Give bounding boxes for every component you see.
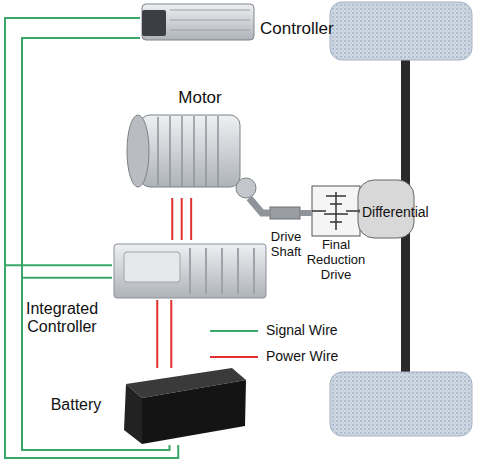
legend-label: Power Wire [266,348,338,364]
component-label: Battery [36,396,116,414]
component-node: Drive Shaft [270,206,300,220]
shaft-bar [270,207,300,219]
gear-symbol [312,192,360,230]
component-label: Differential [362,204,442,220]
wire-connector [172,198,191,240]
ecu-body [142,4,254,40]
motor-body [140,115,240,187]
wheel [330,2,472,60]
component-node: Integrated Controller [112,240,268,300]
legend-entry: Signal Wire [210,322,370,340]
ecu-ribs [170,10,250,30]
component-node: Motor [125,108,260,198]
wire-connector [5,18,178,458]
component-node: Battery [122,368,247,445]
legend-line [210,356,258,358]
wire-connector [249,198,270,213]
ecu-connector [142,10,166,36]
controller-housing [114,244,266,298]
component-label: Motor [155,88,245,108]
component-label: Drive Shaft [259,230,313,260]
legend-sample [210,322,260,340]
legend-entry: Power Wire [210,348,370,366]
wire-connector [157,300,171,368]
wheel [330,372,472,436]
motor-end-cap [127,115,149,187]
gearbox-housing [312,186,360,236]
legend-label: Signal Wire [266,322,338,338]
component-label: Controller [260,19,350,39]
controller-cover [124,252,180,282]
wire-connector [5,18,140,278]
component-node: Differential [358,180,414,238]
component-label: Integrated Controller [10,300,114,337]
wire-connector [300,210,312,216]
battery-front [142,380,246,444]
component-node: Controller [140,2,256,42]
wire-connector [358,210,360,213]
component-node: Final Reduction Drive [312,186,360,236]
battery-side [124,384,142,444]
motor-flange [236,178,256,198]
component-label: Final Reduction Drive [303,238,369,283]
motor-fins [158,116,218,186]
legend-sample [210,348,260,366]
legend-line [210,330,258,332]
controller-ribs [190,248,254,294]
